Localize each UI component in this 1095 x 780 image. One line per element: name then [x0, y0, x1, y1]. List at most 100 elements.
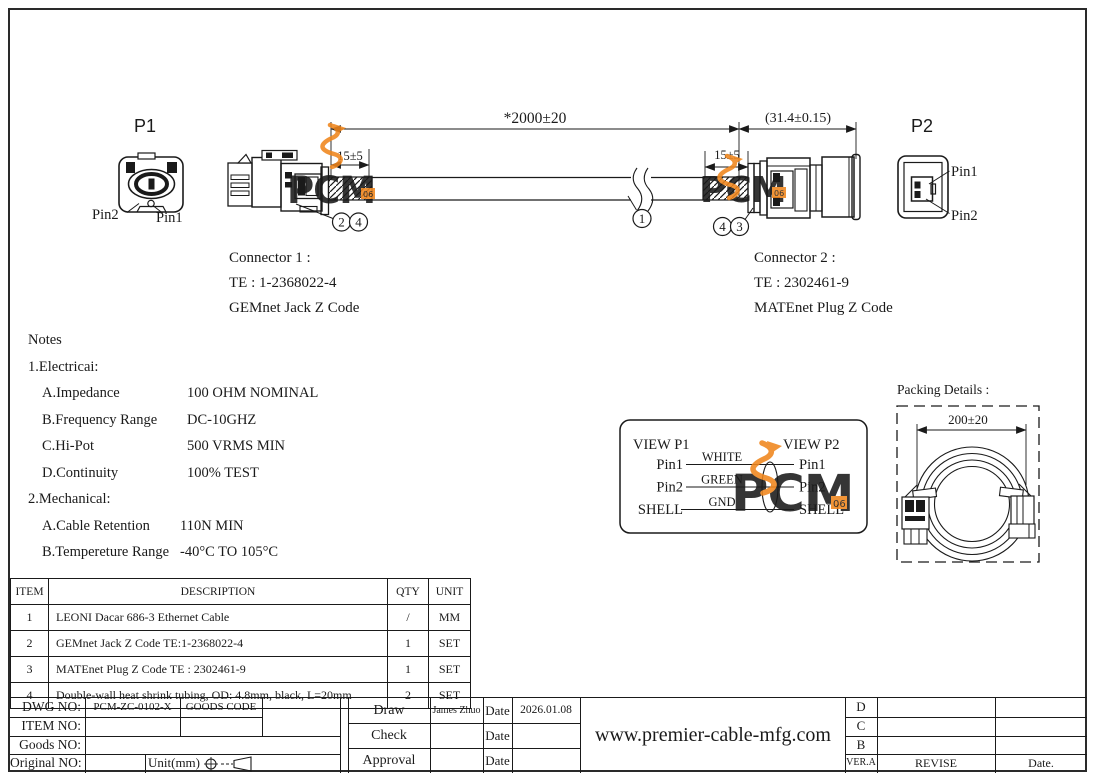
- notes-section: Notes 1.Electricai: A.Impedance 100 OHM …: [28, 327, 318, 566]
- watermark-viewbox: PCM 06: [731, 440, 855, 524]
- p2-pin2-label: Pin2: [951, 208, 978, 224]
- dim-connector2-length: (31.4±0.15): [765, 111, 831, 126]
- check-label: Check: [371, 728, 407, 743]
- wiring-r-pin2: Pin2: [799, 480, 826, 496]
- divider: [580, 698, 582, 773]
- svg-text:06: 06: [833, 499, 846, 510]
- sheet-border: [8, 8, 1087, 772]
- bom-table: ITEM DESCRIPTION QTY UNIT 1 LEONI Dacar …: [10, 578, 471, 709]
- note-impedance: A.Impedance 100 OHM NOMINAL: [42, 385, 319, 401]
- wire-green: GREEN: [701, 473, 743, 487]
- connector1-side-view: [227, 149, 373, 216]
- revision-row-d: D: [856, 699, 866, 714]
- goods-no-label: Goods NO:: [19, 736, 81, 752]
- note-continuity: D.Continuity 100% TEST: [42, 464, 259, 481]
- p1-pin2-label: Pin2: [92, 207, 119, 223]
- callouts: [295, 195, 754, 237]
- approval-date-label: Date: [485, 753, 510, 768]
- wiring-l-pin1: Pin1: [656, 457, 683, 473]
- wiring-left-title: VIEW P1: [633, 437, 690, 453]
- revision-date-label: Date.: [1028, 756, 1054, 771]
- p1-pin1-label: Pin1: [156, 210, 183, 226]
- table-row: 3 MATEnet Plug Z Code TE : 2302461-9 1 S…: [10, 656, 471, 683]
- dwg-no-label: DWG NO:: [22, 699, 81, 714]
- note-retention: A.Cable Retention 110N MIN: [42, 517, 244, 534]
- dim-cable-length: *2000±20: [504, 110, 567, 127]
- connector1-title: Connector 1 :: [229, 250, 311, 266]
- draw-name: James Zhuo: [432, 705, 481, 716]
- wiring-l-shell: SHELL: [638, 502, 683, 518]
- bom-header-description: DESCRIPTION: [48, 578, 388, 605]
- connector2-title: Connector 2 :: [754, 250, 836, 266]
- callout-4-left: 4: [355, 215, 362, 230]
- divider: [10, 716, 262, 718]
- p1-front-view: [118, 152, 184, 214]
- divider: [262, 698, 264, 736]
- callout-3: 3: [736, 219, 743, 234]
- bom-header-item: ITEM: [10, 578, 49, 605]
- note-temperature: B.Tempereture Range -40°C TO 105°C: [42, 544, 279, 560]
- callout-4-right: 4: [719, 219, 726, 234]
- connector1-part: TE : 1-2368022-4: [229, 275, 337, 291]
- connector1-desc: GEMnet Jack Z Code: [229, 300, 360, 316]
- table-row: 1 LEONI Dacar 686-3 Ethernet Cable / MM: [10, 604, 471, 631]
- svg-text:06: 06: [363, 190, 373, 199]
- approval-label: Approval: [362, 753, 416, 768]
- connector1-info: Connector 1 : TE : 1-2368022-4 GEMnet Ja…: [229, 246, 359, 321]
- revision-row-c: C: [856, 717, 866, 733]
- notes-title: Notes: [28, 332, 62, 348]
- connector2-desc: MATEnet Plug Z Code: [754, 300, 893, 316]
- watermark-right: PCM 06: [700, 153, 787, 211]
- notes-electrical-title: 1.Electricai:: [28, 358, 99, 375]
- dwg-no-value: PCM-ZC-0102-X: [93, 701, 172, 713]
- revision-ver-label: VER.A: [846, 757, 876, 769]
- wire-white: WHITE: [702, 450, 743, 464]
- watermark-left: PCM 06: [287, 122, 376, 212]
- goods-code-label: GOODS CODE: [185, 701, 257, 713]
- revision-row-b: B: [856, 736, 866, 752]
- note-hipot: C.Hi-Pot 500 VRMS MIN: [42, 438, 286, 454]
- check-date-label: Date: [485, 728, 510, 743]
- p2-label: P2: [911, 116, 933, 136]
- p2-pin1-label: Pin1: [951, 164, 978, 180]
- divider: [10, 754, 340, 756]
- divider: [483, 698, 485, 773]
- original-no-label: Original NO:: [10, 755, 81, 771]
- notes-mechanical-title: 2.Mechanical:: [28, 491, 111, 507]
- title-block: DWG NO: PCM-ZC-0102-X GOODS CODE ITEM NO…: [10, 697, 1087, 773]
- connector2-part: TE : 2302461-9: [754, 275, 849, 291]
- divider: [845, 735, 1087, 737]
- revision-revise-label: REVISE: [915, 756, 957, 771]
- table-row: 4 Double-wall heat shrink tubing, OD: 4.…: [10, 682, 471, 709]
- cable: [372, 167, 749, 212]
- table-row: 2 GEMnet Jack Z Code TE:1-2368022-4 1 SE…: [10, 630, 471, 657]
- divider: [845, 716, 1087, 718]
- divider: [145, 754, 147, 773]
- divider: [348, 723, 580, 725]
- bom-header-row: ITEM DESCRIPTION QTY UNIT: [10, 578, 471, 605]
- packing-title: Packing Details :: [897, 382, 989, 397]
- packing-details: [896, 405, 1040, 563]
- svg-text:06: 06: [774, 189, 784, 198]
- draw-date-value: 2026.01.08: [520, 704, 572, 716]
- projection-symbol-icon: [204, 755, 252, 772]
- item-no-label: ITEM NO:: [21, 717, 81, 733]
- svg-text:PCM: PCM: [731, 465, 854, 524]
- bom-header-unit: UNIT: [428, 578, 471, 605]
- company-website: www.premier-cable-mfg.com: [595, 724, 831, 746]
- divider: [340, 698, 342, 773]
- bom-header-qty: QTY: [387, 578, 429, 605]
- dim-shrink-left: 15±5: [337, 149, 363, 163]
- divider: [845, 754, 1087, 756]
- wiring-diagram-box: [619, 419, 868, 534]
- callout-2: 2: [338, 215, 345, 230]
- divider: [348, 748, 580, 750]
- draw-label: Draw: [373, 703, 405, 718]
- wiring-r-pin1: Pin1: [799, 457, 826, 473]
- divider: [348, 698, 350, 773]
- packing-dim: 200±20: [948, 412, 988, 427]
- note-frequency: B.Frequency Range DC-10GHZ: [42, 411, 257, 428]
- divider: [512, 698, 514, 773]
- divider: [430, 698, 432, 773]
- connector2-info: Connector 2 : TE : 2302461-9 MATEnet Plu…: [754, 246, 893, 321]
